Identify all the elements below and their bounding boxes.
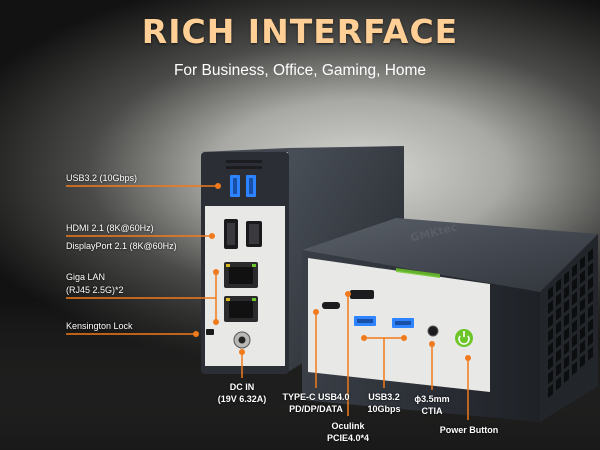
vent-slot xyxy=(548,328,553,342)
label-displayport: DisplayPort 2.1 (8K@60Hz) xyxy=(66,241,177,251)
kensington-slot xyxy=(206,329,214,335)
vent-slot xyxy=(588,332,593,347)
vent-slot xyxy=(564,313,569,327)
vent-slot xyxy=(556,376,561,391)
vent-slot xyxy=(588,276,593,291)
vent-slot xyxy=(556,320,561,335)
vent-slot xyxy=(556,292,561,307)
hdmi-dp-ports xyxy=(224,219,262,249)
label-usb32-front-line2: 10Gbps xyxy=(367,404,401,414)
vent-slot xyxy=(548,314,553,328)
label-hdmi: HDMI 2.1 (8K@60Hz) xyxy=(66,223,154,233)
usb32-front-ports xyxy=(354,316,414,328)
vent-slot xyxy=(548,370,553,384)
subheadline: For Business, Office, Gaming, Home xyxy=(173,62,427,79)
vent-slot xyxy=(588,304,593,319)
dc-in-jack xyxy=(233,331,251,349)
vent-slot xyxy=(580,284,585,298)
vent-slot xyxy=(572,319,577,334)
vent-slot xyxy=(564,271,569,285)
vent-slot xyxy=(548,342,553,356)
vent-slot xyxy=(580,354,585,368)
vent-slot xyxy=(564,341,569,355)
vent-slot xyxy=(556,306,561,321)
vent-slot xyxy=(572,305,577,320)
typec-port xyxy=(322,302,340,309)
vent-slot xyxy=(588,346,593,361)
vent-slot xyxy=(556,278,561,293)
vent-slot xyxy=(572,347,577,362)
vent-slot xyxy=(580,256,585,270)
vent-slot xyxy=(580,326,585,340)
audio-jack xyxy=(427,325,439,337)
vent-slot xyxy=(564,369,569,383)
vent-slot xyxy=(564,355,569,369)
vent-slot xyxy=(548,384,553,398)
vent-slot xyxy=(580,298,585,312)
label-oculink-line2: PCIE4.0*4 xyxy=(326,433,370,443)
vent-slot xyxy=(548,356,553,370)
vent-slot xyxy=(564,327,569,341)
vent-slot xyxy=(564,285,569,299)
vent-slot xyxy=(572,291,577,306)
label-usb32-front-line1: USB3.2 xyxy=(368,392,400,402)
vent-slot xyxy=(580,340,585,354)
label-kensington: Kensington Lock xyxy=(66,321,133,331)
label-lan-line1: Giga LAN xyxy=(66,272,106,282)
vent-slot xyxy=(548,286,553,300)
vent-slot xyxy=(588,290,593,305)
label-power-button: Power Button xyxy=(439,425,499,435)
vent-slot xyxy=(556,348,561,363)
label-dc-in-line2: (19V 6.32A) xyxy=(217,394,267,404)
label-audio-line1: ϕ3.5mm xyxy=(414,394,450,404)
vent-slot xyxy=(572,361,577,376)
status-led xyxy=(396,268,440,278)
label-usb32: USB3.2 (10Gbps) xyxy=(66,173,138,183)
vent-slot xyxy=(564,299,569,313)
vent-slot xyxy=(588,248,593,263)
vent-slot xyxy=(588,262,593,277)
rear-vent xyxy=(226,160,262,169)
label-dc-in-line1: DC IN xyxy=(229,382,255,392)
lan-ports xyxy=(224,262,258,322)
vent-slot xyxy=(572,263,577,278)
front-unit-top xyxy=(302,218,598,292)
label-oculink-line1: Oculink xyxy=(331,421,365,431)
headline: RICH INTERFACE xyxy=(141,12,459,51)
vent-slot xyxy=(572,333,577,348)
vent-slot xyxy=(556,334,561,349)
label-audio-line2: CTIA xyxy=(421,406,443,416)
power-button xyxy=(455,329,473,347)
vent-slot xyxy=(556,362,561,377)
label-typec-line1: TYPE-C USB4.0 xyxy=(282,392,350,402)
vent-slot xyxy=(572,277,577,292)
vent-slot xyxy=(548,300,553,314)
callout-dots xyxy=(193,183,471,361)
vent-slot xyxy=(588,318,593,333)
vent-slot xyxy=(580,312,585,326)
oculink-port xyxy=(350,290,374,299)
vent-slot xyxy=(580,270,585,284)
label-lan-line2: (RJ45 2.5G)*2 xyxy=(66,285,124,295)
callout-lines xyxy=(66,185,469,420)
side-vent-grid xyxy=(548,248,593,398)
rear-unit-top xyxy=(200,146,404,152)
front-unit xyxy=(302,218,598,422)
label-typec-line2: PD/DP/DATA xyxy=(289,404,343,414)
usb32-rear-ports xyxy=(230,175,256,197)
